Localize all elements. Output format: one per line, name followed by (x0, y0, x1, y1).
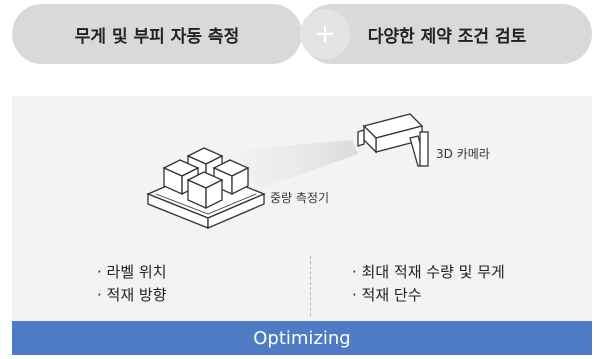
constraints-columns: · 라벨 위치 · 적재 방향 · 최대 적재 수량 및 무게 · 적재 단수 (12, 261, 592, 321)
diagram-panel: 3D 카메라 중량 측정기 (12, 96, 592, 321)
camera-icon (357, 113, 429, 167)
optimizing-label: Optimizing (253, 327, 351, 349)
right-list: · 최대 적재 수량 및 무게 · 적재 단수 (352, 261, 505, 307)
scale-label: 중량 측정기 (270, 191, 329, 205)
list-item: · 적재 단수 (352, 286, 422, 304)
list-item: · 최대 적재 수량 및 무게 (352, 263, 505, 281)
illustration: 3D 카메라 중량 측정기 (146, 113, 490, 229)
constraints-label: 다양한 제약 조건 검토 (367, 26, 527, 47)
list-item: · 적재 방향 (97, 286, 167, 304)
constraints-pill: 다양한 제약 조건 검토 (302, 4, 592, 64)
feature-header: 무게 및 부피 자동 측정 다양한 제약 조건 검토 + (12, 4, 592, 64)
optimizing-banner: Optimizing (12, 321, 592, 355)
weight-volume-pill: 무게 및 부피 자동 측정 (12, 4, 302, 64)
list-item: · 라벨 위치 (97, 263, 167, 281)
boxes-icon (162, 147, 250, 210)
plus-icon: + (300, 9, 350, 59)
weight-volume-label: 무게 및 부피 자동 측정 (74, 26, 240, 47)
left-list: · 라벨 위치 · 적재 방향 (97, 261, 167, 307)
column-divider (310, 256, 311, 316)
camera-label: 3D 카메라 (436, 147, 490, 161)
